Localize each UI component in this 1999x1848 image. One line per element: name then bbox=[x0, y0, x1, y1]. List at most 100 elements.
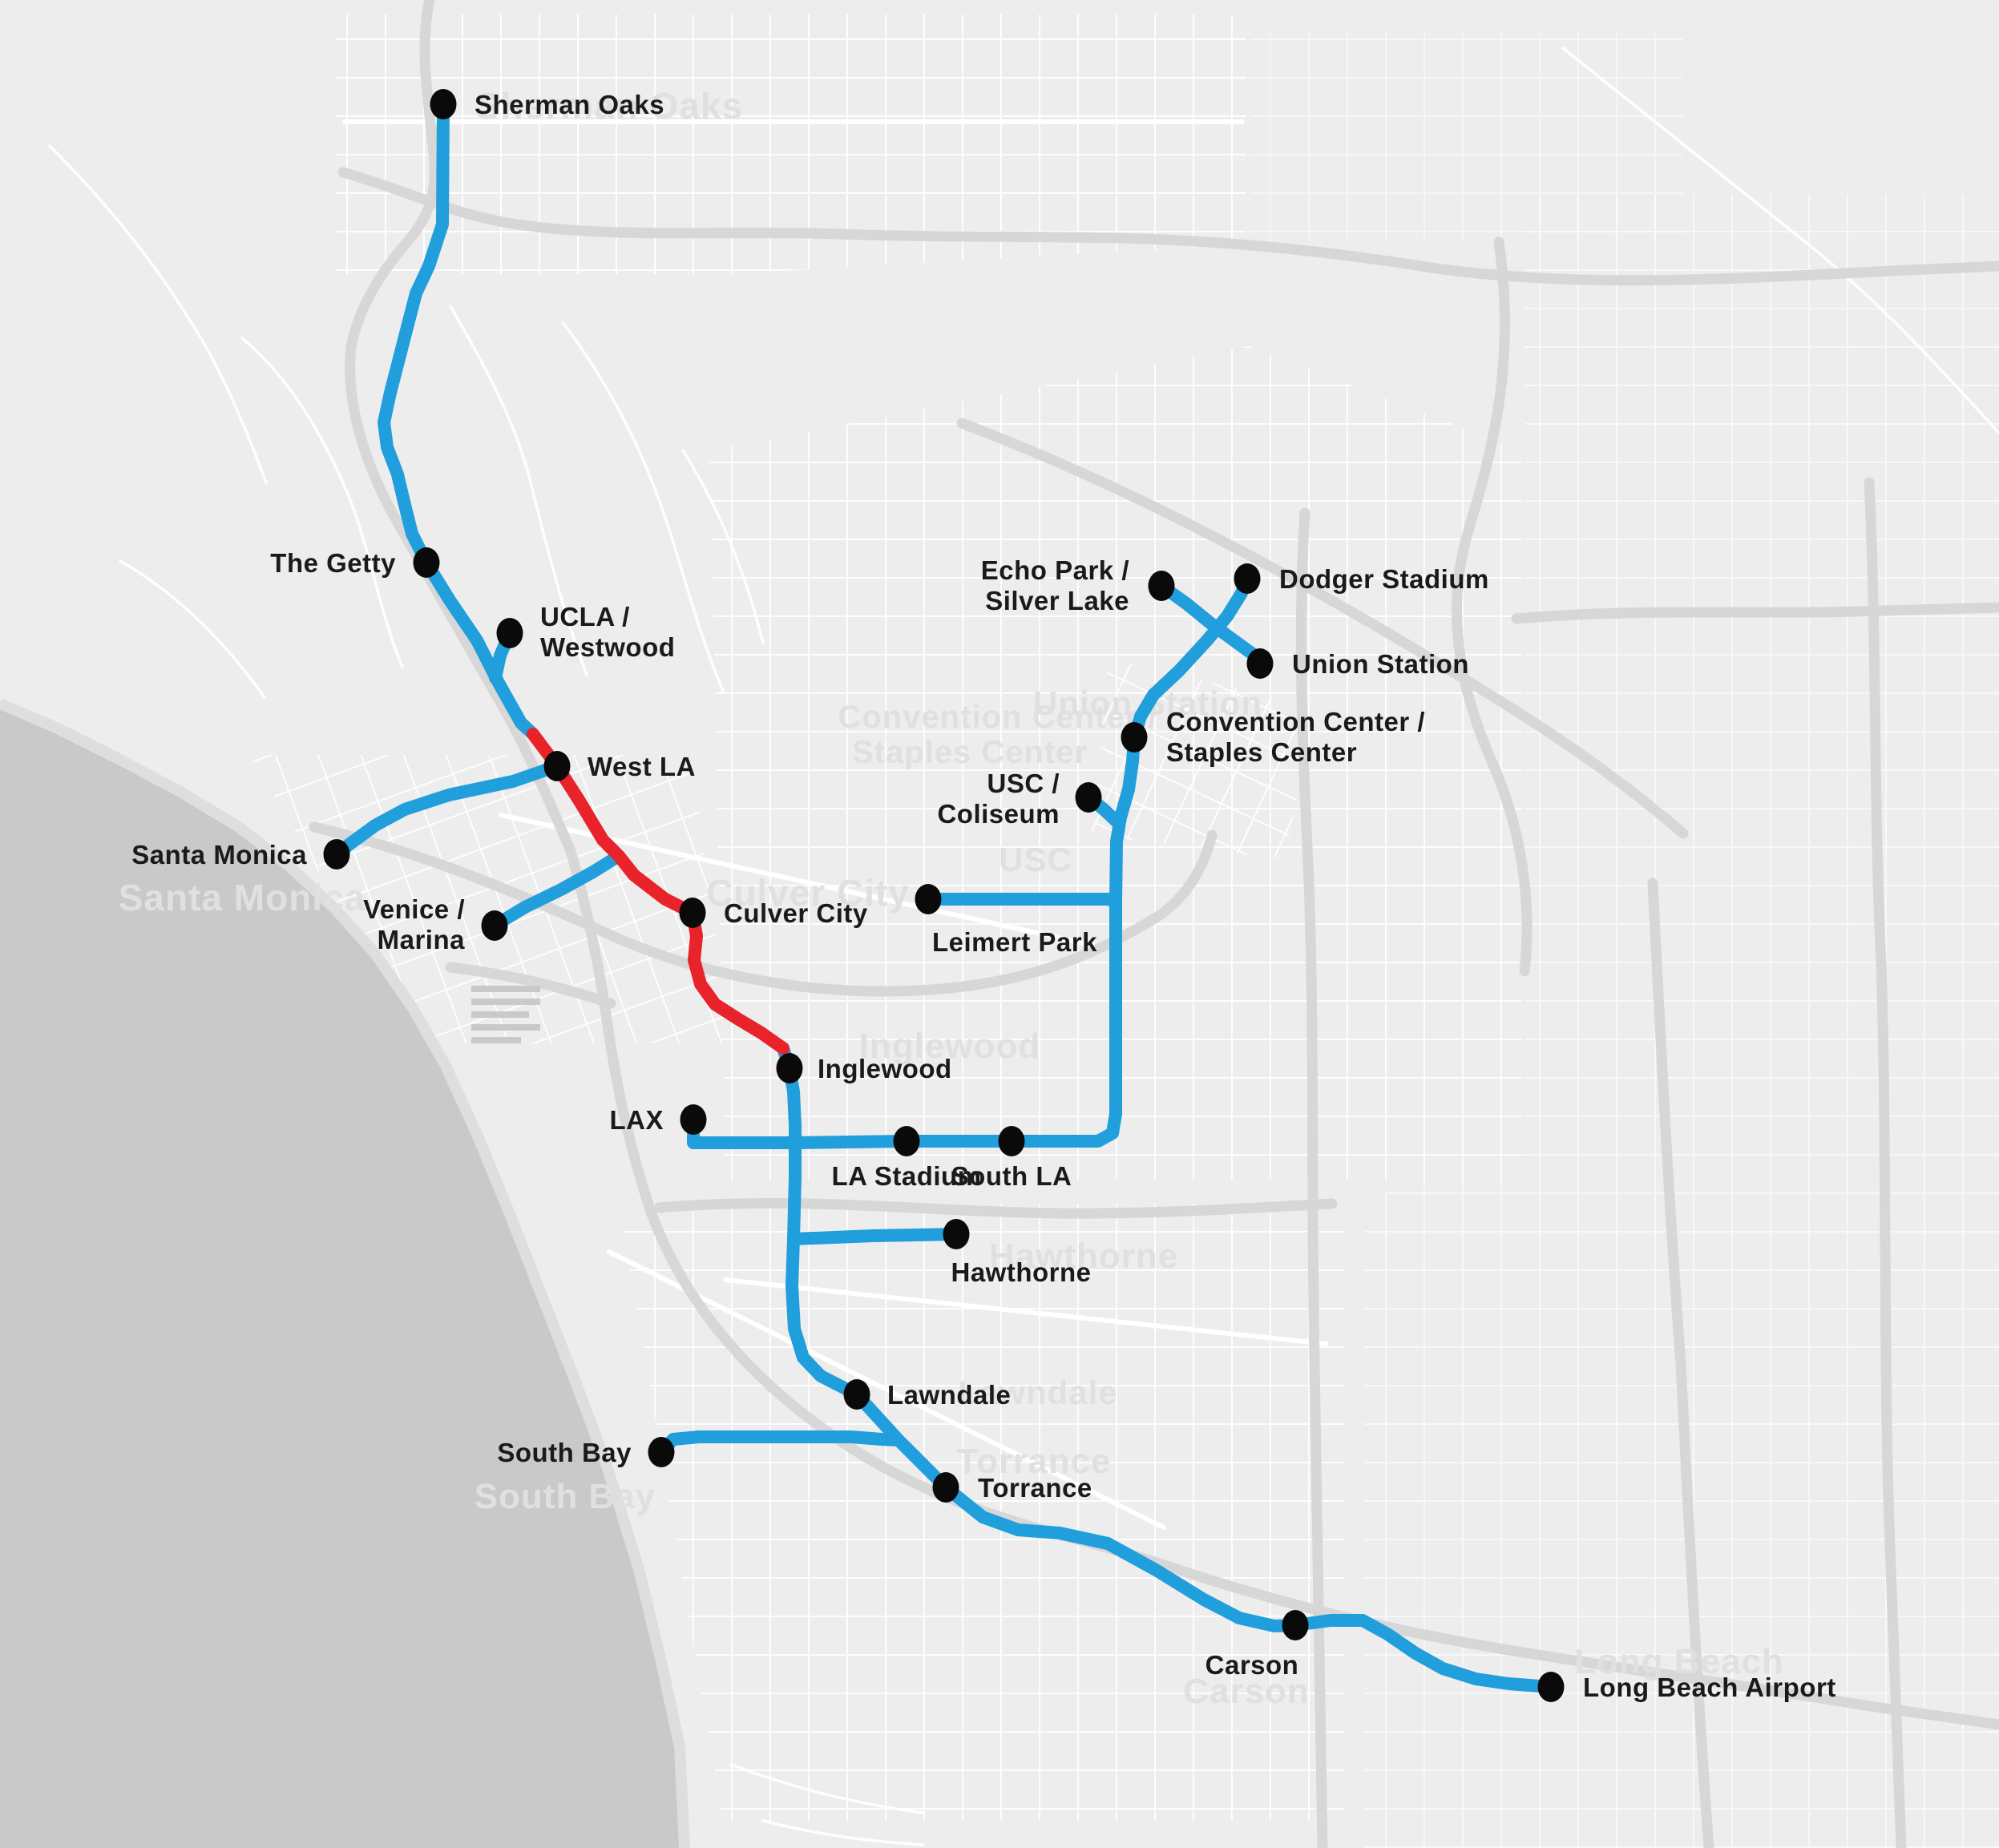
station-dot-carson bbox=[1282, 1610, 1309, 1640]
map-watermark-text: Lawndale bbox=[958, 1374, 1117, 1411]
station-dot-long-beach-airport bbox=[1537, 1672, 1565, 1702]
arterial-road bbox=[723, 1277, 1329, 1346]
canyon-road bbox=[240, 337, 404, 668]
route-leimert-branch bbox=[922, 893, 1122, 910]
map-watermark-text: Inglewood bbox=[859, 1027, 1041, 1066]
station-dot-south-la bbox=[998, 1126, 1025, 1156]
station-label-line: Dodger Stadium bbox=[1279, 564, 1489, 594]
arterial-road bbox=[607, 1249, 1166, 1530]
station-label-venice-marina: Venice /Marina bbox=[363, 894, 465, 954]
map-watermark-text: Culver City bbox=[706, 872, 910, 914]
coastline-beach bbox=[0, 698, 690, 1848]
station-label-west-la: West LA bbox=[588, 752, 696, 781]
freeway-road bbox=[1511, 602, 1999, 624]
station-label-line: Staples Center bbox=[1166, 737, 1357, 767]
station-label-line: USC / bbox=[987, 769, 1060, 798]
station-dot-lawndale bbox=[843, 1379, 870, 1410]
station-label-torrance: Torrance bbox=[978, 1473, 1092, 1503]
station-label-line: Sherman Oaks bbox=[475, 90, 664, 119]
station-label-hawthorne: Hawthorne bbox=[951, 1257, 1091, 1287]
station-label-santa-monica: Santa Monica bbox=[131, 840, 307, 870]
station-label-line: LA Stadium bbox=[831, 1161, 981, 1191]
station-label-dodger-stadium: Dodger Stadium bbox=[1279, 564, 1489, 594]
station-label-line: Carson bbox=[1205, 1650, 1299, 1680]
station-dot-venice-marina bbox=[481, 910, 508, 941]
route-south-bay-branch bbox=[655, 1430, 905, 1459]
map-watermark-text: Torrance bbox=[956, 1442, 1111, 1481]
canyon-road bbox=[449, 305, 588, 676]
station-label-sherman-oaks: Sherman Oaks bbox=[475, 90, 664, 119]
station-label-convention-center: Convention Center /Staples Center bbox=[1166, 707, 1425, 767]
station-label-carson: Carson bbox=[1205, 1650, 1299, 1680]
station-label-usc-coliseum: USC /Coliseum bbox=[937, 769, 1060, 829]
station-label-line: Culver City bbox=[724, 898, 868, 928]
station-label-line: Leimert Park bbox=[932, 927, 1097, 957]
station-label-line: West LA bbox=[588, 752, 696, 781]
station-label-line: The Getty bbox=[270, 548, 396, 578]
canyon-road bbox=[48, 144, 268, 484]
route-south-spine bbox=[777, 1042, 1557, 1693]
station-label-lax: LAX bbox=[610, 1105, 664, 1135]
hill-roads-layer bbox=[48, 46, 1999, 1846]
route-hawthorne-branch bbox=[787, 1228, 963, 1245]
station-dot-lax bbox=[680, 1104, 707, 1135]
street-grid-patch bbox=[1250, 32, 1683, 240]
freeway-layer bbox=[309, 0, 1999, 1848]
station-dot-hawthorne bbox=[943, 1219, 970, 1249]
station-label-la-stadium: LA Stadium bbox=[831, 1161, 981, 1191]
station-label-line: Santa Monica bbox=[131, 840, 307, 870]
station-dot-la-stadium bbox=[893, 1126, 920, 1156]
station-dot-inglewood bbox=[776, 1053, 803, 1083]
freeway-road bbox=[1295, 507, 1328, 1848]
pacific-ocean bbox=[0, 704, 685, 1848]
station-label-line: UCLA / bbox=[540, 602, 630, 631]
station-label-south-la: South LA bbox=[951, 1161, 1072, 1191]
station-dot-usc-coliseum bbox=[1075, 782, 1102, 813]
map-watermark-text: Santa Monica bbox=[119, 877, 366, 918]
freeway-road bbox=[1452, 236, 1533, 977]
canyon-road bbox=[761, 1819, 925, 1846]
station-dot-ucla-westwood bbox=[496, 618, 523, 648]
station-label-leimert-park: Leimert Park bbox=[932, 927, 1097, 957]
station-label-long-beach-airport: Long Beach Airport bbox=[1583, 1672, 1836, 1702]
marina-dock bbox=[471, 1037, 521, 1043]
station-label-line: South LA bbox=[951, 1161, 1072, 1191]
station-label-echo-park-silver-lake: Echo Park /Silver Lake bbox=[981, 555, 1129, 615]
map-watermark-text: Sherman Oaks bbox=[475, 85, 743, 127]
freeway-road bbox=[1864, 477, 1907, 1848]
canyon-road bbox=[729, 1763, 925, 1814]
map-watermark-text: Hawthorne bbox=[989, 1237, 1178, 1276]
map-watermark-text: Long Beach bbox=[1574, 1642, 1784, 1681]
station-dot-echo-park-silver-lake bbox=[1148, 571, 1175, 601]
station-dots-layer bbox=[323, 89, 1565, 1702]
freeway-road bbox=[337, 167, 1999, 286]
map-watermark-text: USC bbox=[999, 841, 1072, 878]
map-watermark-text: Carson bbox=[1183, 1672, 1310, 1711]
station-dot-union-station bbox=[1246, 648, 1274, 679]
route-venice-branch bbox=[488, 849, 625, 932]
canyon-road bbox=[561, 321, 725, 692]
station-label-the-getty: The Getty bbox=[270, 548, 396, 578]
station-label-line: South Bay bbox=[497, 1438, 632, 1467]
station-label-line: LAX bbox=[610, 1105, 664, 1135]
map-watermark-text: Convention Center / bbox=[838, 700, 1157, 735]
station-label-line: Venice / bbox=[363, 894, 465, 924]
marina-dock bbox=[471, 999, 540, 1005]
station-dot-leimert-park bbox=[915, 884, 942, 914]
marina-dock bbox=[471, 1024, 540, 1031]
map-watermark-text: South Bay bbox=[475, 1477, 656, 1516]
station-dot-santa-monica bbox=[323, 839, 350, 870]
station-dot-west-la bbox=[543, 751, 571, 781]
station-label-line: Lawndale bbox=[887, 1380, 1011, 1410]
freeway-road bbox=[653, 1197, 1338, 1219]
station-dot-the-getty bbox=[413, 547, 440, 578]
station-label-culver-city: Culver City bbox=[724, 898, 868, 928]
station-label-line: Westwood bbox=[540, 632, 675, 662]
station-label-union-station: Union Station bbox=[1292, 649, 1469, 679]
station-label-line: Marina bbox=[378, 925, 466, 954]
marina-dock bbox=[471, 1011, 529, 1018]
station-label-line: Convention Center / bbox=[1166, 707, 1425, 736]
station-label-line: Inglewood bbox=[818, 1054, 952, 1083]
station-label-inglewood: Inglewood bbox=[818, 1054, 952, 1083]
